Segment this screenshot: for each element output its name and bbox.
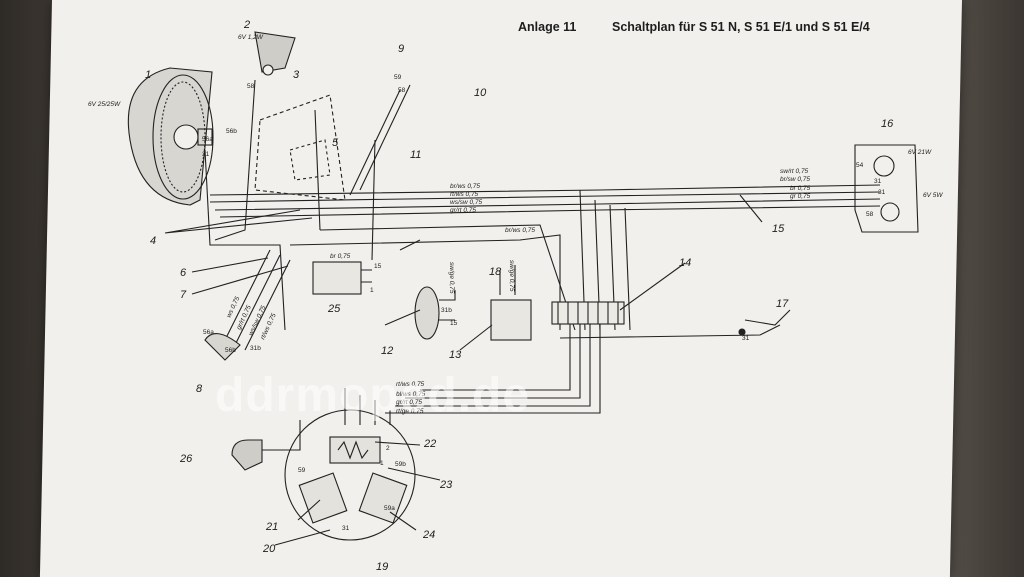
terminal-label: 31: [878, 189, 886, 196]
ignition-coil-icon: [490, 299, 532, 341]
parking-light-icon: [254, 31, 296, 76]
callout-10: 10: [474, 87, 487, 99]
wire-label: br/ws 0,75: [505, 227, 535, 234]
terminal-label: 59: [298, 467, 306, 474]
callout-21: 21: [265, 521, 278, 533]
callout-5: 5: [332, 137, 339, 149]
rear-lamp-icon: [854, 144, 919, 233]
callout-23: 23: [439, 479, 453, 491]
callout-1: 1: [145, 69, 151, 81]
terminal-label: 56b: [225, 347, 236, 354]
terminal-label: 31: [874, 178, 882, 185]
callout-7: 7: [180, 289, 187, 301]
handlebar-switch-icon: [204, 333, 241, 361]
brake-switch-icon: [744, 309, 791, 326]
diagram-title: Schaltplan für S 51 N, S 51 E/1 und S 51…: [612, 20, 870, 34]
callout-24: 24: [422, 529, 435, 541]
headlight-icon: [127, 67, 214, 206]
callout-14: 14: [679, 257, 691, 269]
horn-icon: [414, 286, 440, 340]
spark-plug-cap-icon: [231, 439, 263, 471]
terminal-label: 1: [380, 460, 384, 467]
callout-6: 6: [180, 267, 187, 279]
callout-numbers: 1 2 3 4 5 6 7 8 9 10 11 12 13 14 15 16 1…: [145, 19, 894, 573]
terminal-label: 15: [450, 320, 458, 327]
terminal-label: 15: [374, 263, 382, 270]
terminal-label: 59a: [384, 505, 395, 512]
wire-label: ws 0,75: [225, 295, 241, 319]
callout-11: 11: [410, 149, 421, 161]
terminal-label: 58: [866, 211, 874, 218]
terminal-label: 58: [247, 83, 255, 90]
callout-8: 8: [196, 383, 203, 395]
wire-label: rt/ws 0,75: [450, 191, 479, 198]
wire-label: gr/rt 0,75: [450, 207, 476, 214]
terminal-label: 59b: [395, 461, 406, 468]
wire-label: gr 0,75: [790, 193, 811, 200]
callout-22: 22: [423, 438, 436, 450]
callout-15: 15: [772, 223, 785, 235]
wire-label: gr/rt 0,75: [396, 399, 422, 406]
generator-icon: [284, 409, 416, 541]
parking-spec: 6V 1,2W: [238, 34, 264, 41]
terminal-label: 2: [386, 445, 390, 452]
terminal-label: 58: [398, 87, 406, 94]
headlight-spec: 6V 25/25W: [88, 101, 121, 108]
terminal-label: 54: [856, 162, 864, 169]
terminal-label: 56b: [226, 128, 237, 135]
wire-label: rt/ws 0,75: [396, 381, 425, 388]
wire-label: br/sw 0,75: [780, 176, 810, 183]
callout-13: 13: [449, 349, 462, 361]
callout-17: 17: [776, 298, 789, 310]
terminal-label: 59: [394, 74, 402, 81]
callout-25: 25: [327, 303, 341, 315]
wire-label: br 0,75: [790, 185, 811, 192]
speedometer-housing: [254, 94, 346, 201]
main-harness: [209, 184, 881, 196]
terminal-label: 31: [742, 335, 750, 342]
terminal-label: 31b: [441, 307, 452, 314]
terminal-label: 56a: [203, 329, 214, 336]
watermark: ddrmoped.de: [215, 369, 531, 422]
wire-label: sw/rt 0,75: [780, 168, 809, 175]
callout-26: 26: [179, 453, 193, 465]
terminal-label: 31: [202, 151, 210, 158]
wire-label: sw/ge 0,75: [508, 260, 515, 292]
cdi-unit-icon: [312, 261, 362, 295]
brake-spec: 6V 21W: [908, 149, 932, 156]
tail-spec: 6V 5W: [923, 192, 943, 199]
callout-4: 4: [150, 235, 156, 247]
callout-19: 19: [376, 561, 388, 573]
terminal-label: 31: [342, 525, 350, 532]
callout-16: 16: [881, 118, 894, 130]
callout-3: 3: [293, 69, 300, 81]
terminal-label: 1: [370, 287, 374, 294]
wire-label: ws/sw 0,75: [450, 199, 483, 206]
callout-2: 2: [243, 19, 250, 31]
annex-label: Anlage 11: [518, 20, 576, 34]
wire-label: br/ws 0,75: [450, 183, 480, 190]
callout-18: 18: [489, 266, 502, 278]
terminal-label: 31b: [250, 345, 261, 352]
terminal-label: 56a: [202, 136, 213, 143]
callout-20: 20: [262, 543, 276, 555]
wire-label: br 0,75: [330, 253, 351, 260]
wire-label: bl/ws 0,75: [396, 391, 426, 398]
wire-label: rt/ge 0,75: [396, 408, 424, 415]
callout-12: 12: [381, 345, 393, 357]
callout-9: 9: [398, 43, 404, 55]
wire-label: sw/ge 0,75: [448, 262, 455, 294]
